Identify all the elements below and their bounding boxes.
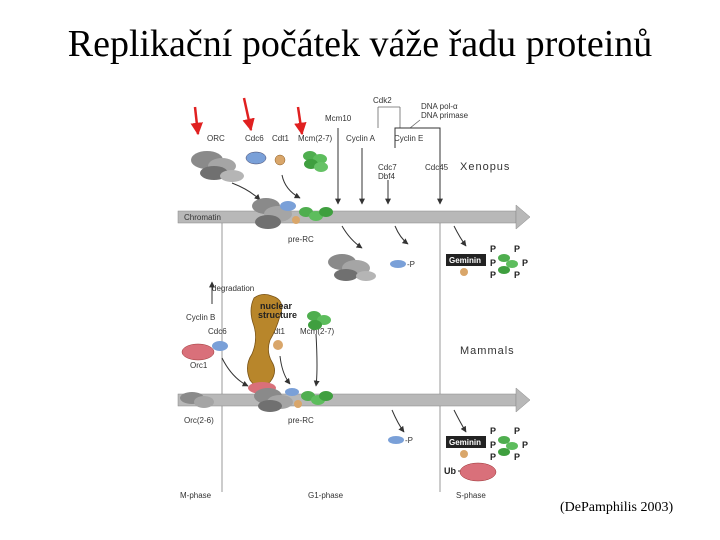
svg-text:P: P [490,440,496,450]
label-cdk2: Cdk2 [373,96,392,105]
label-cdt1-mammals: Cdt1 [268,327,285,336]
label-pre-rc-bottom: pre-RC [288,416,314,425]
ub-orc1-protein [459,462,497,482]
label-cyclin-a: Cyclin A [346,134,376,143]
svg-text:P: P [490,244,496,254]
label-dbf4: Dbf4 [378,172,395,181]
label-cdc6-mammals: Cdc6 [208,327,227,336]
citation: (DePamphilis 2003) [560,500,674,515]
label-orc-2-6: Orc(2-6) [184,416,214,425]
svg-text:P: P [490,426,496,436]
label-degradation: degradation [212,284,254,293]
label-pre-rc-top: pre-RC [288,235,314,244]
nuclear-structure-blob [247,294,283,387]
label-nuclear-structure-2: structure [258,310,297,320]
label-cdt1: Cdt1 [272,134,289,143]
cdc6-protein-mammals [212,341,228,351]
label-mcm-2-7-mammals: Mcm(2-7) [300,327,335,336]
phospho-mcm-bottom [498,436,518,456]
cdc6-protein-top [245,151,267,165]
svg-text:P: P [522,258,528,268]
label-mcm10: Mcm10 [325,114,352,123]
red-arrow-orc [190,106,203,136]
red-arrow-cdc6 [242,97,255,132]
pre-rc-complex-bottom [248,382,333,412]
label-orc: ORC [207,134,225,143]
label-geminin-bottom: Geminin [449,438,481,447]
svg-text:P: P [514,452,520,462]
label-minus-p-bottom: -P [405,436,413,445]
released-orc-top [328,254,376,281]
label-mammals: Mammals [460,345,515,357]
label-cdc6: Cdc6 [245,134,264,143]
svg-text:P: P [490,258,496,268]
chromatin-bar-bottom [177,387,531,413]
svg-text:P: P [522,440,528,450]
orc1-protein [181,343,215,361]
label-orc1: Orc1 [190,361,208,370]
label-nuclear-structure-1: nuclear [260,301,293,311]
label-m-phase: M-phase [180,491,212,500]
label-g1-phase: G1-phase [308,491,344,500]
svg-text:P: P [490,270,496,280]
cdt1-protein-top [274,154,286,166]
label-mcm-2-7: Mcm(2-7) [298,134,333,143]
label-geminin-top: Geminin [449,256,481,265]
red-arrows [190,97,307,136]
label-cdc45: Cdc45 [425,163,449,172]
label-dna-primase: DNA primase [421,111,469,120]
svg-text:P: P [490,452,496,462]
svg-text:P: P [514,270,520,280]
cdk2-bracket [377,106,401,128]
geminin-top [446,254,486,266]
cdt1-protein-mammals [273,340,283,350]
svg-text:P: P [514,244,520,254]
label-s-phase: S-phase [456,491,486,500]
label-dna-pol: DNA pol-α [421,102,458,111]
red-arrow-cdt1 [294,106,307,136]
geminin-bottom [446,436,486,448]
mcm-complex-mammals [307,311,331,330]
pre-rc-complex-top [252,198,333,229]
slide-title: Replikační počátek váže řadu proteinů [67,23,653,65]
label-ub: Ub [444,466,456,476]
released-cdc6-bottom [388,436,404,444]
svg-text:P: P [514,426,520,436]
label-chromatin: Chromatin [184,213,221,222]
label-cyclin-b: Cyclin B [186,313,215,322]
label-xenopus: Xenopus [460,161,510,173]
chromatin-bar-top [177,204,531,230]
orc-2-6-complex [180,392,214,408]
label-cyclin-e: Cyclin E [394,134,423,143]
phospho-mcm-top [498,254,518,274]
orc-complex-top [191,151,244,182]
label-minus-p-top: -P [407,260,415,269]
released-cdc6-top [390,260,406,268]
mcm-complex-top [303,151,328,172]
label-cdc7: Cdc7 [378,163,397,172]
